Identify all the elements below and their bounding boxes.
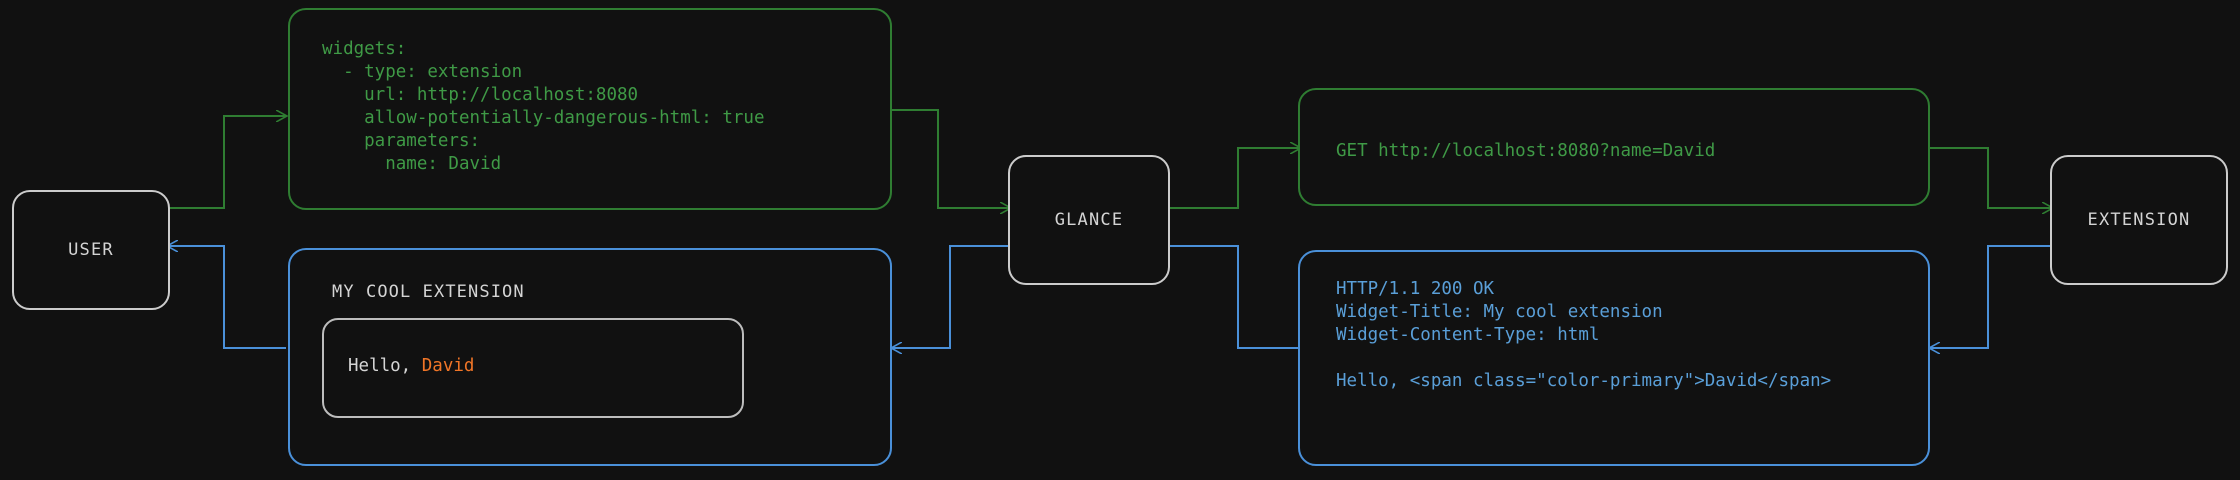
wire-user-to-yaml [168,116,286,209]
node-extension[interactable]: EXTENSION [2050,155,2228,285]
message-yaml-config: widgets: - type: extension url: http://l… [288,8,892,210]
widget-body-prefix: Hello, [348,356,422,376]
wire-widget-to-user [168,246,286,349]
message-http-request: GET http://localhost:8080?name=David [1298,88,1930,206]
http-request-text: GET http://localhost:8080?name=David [1336,141,1716,161]
wire-get-to-extension [1930,147,2052,208]
wire-glance-to-widget [892,245,1010,348]
rendered-widget-body: Hello, David [348,356,474,376]
node-extension-label: EXTENSION [2087,210,2191,230]
wire-yaml-out [892,109,1010,208]
message-http-response: HTTP/1.1 200 OK Widget-Title: My cool ex… [1298,250,1930,466]
node-glance[interactable]: GLANCE [1008,155,1170,285]
rendered-widget-card[interactable]: Hello, David [322,318,744,418]
http-response-text: HTTP/1.1 200 OK Widget-Title: My cool ex… [1336,279,1832,391]
rendered-widget-title: MY COOL EXTENSION [332,282,525,302]
node-user[interactable]: USER [12,190,170,310]
yaml-config-text: widgets: - type: extension url: http://l… [322,39,765,174]
node-user-label: USER [68,240,114,260]
wire-extension-to-response [1930,245,2052,348]
widget-body-highlight: David [421,356,475,376]
node-glance-label: GLANCE [1054,210,1124,230]
rendered-widget-panel: MY COOL EXTENSION Hello, David [288,248,892,466]
